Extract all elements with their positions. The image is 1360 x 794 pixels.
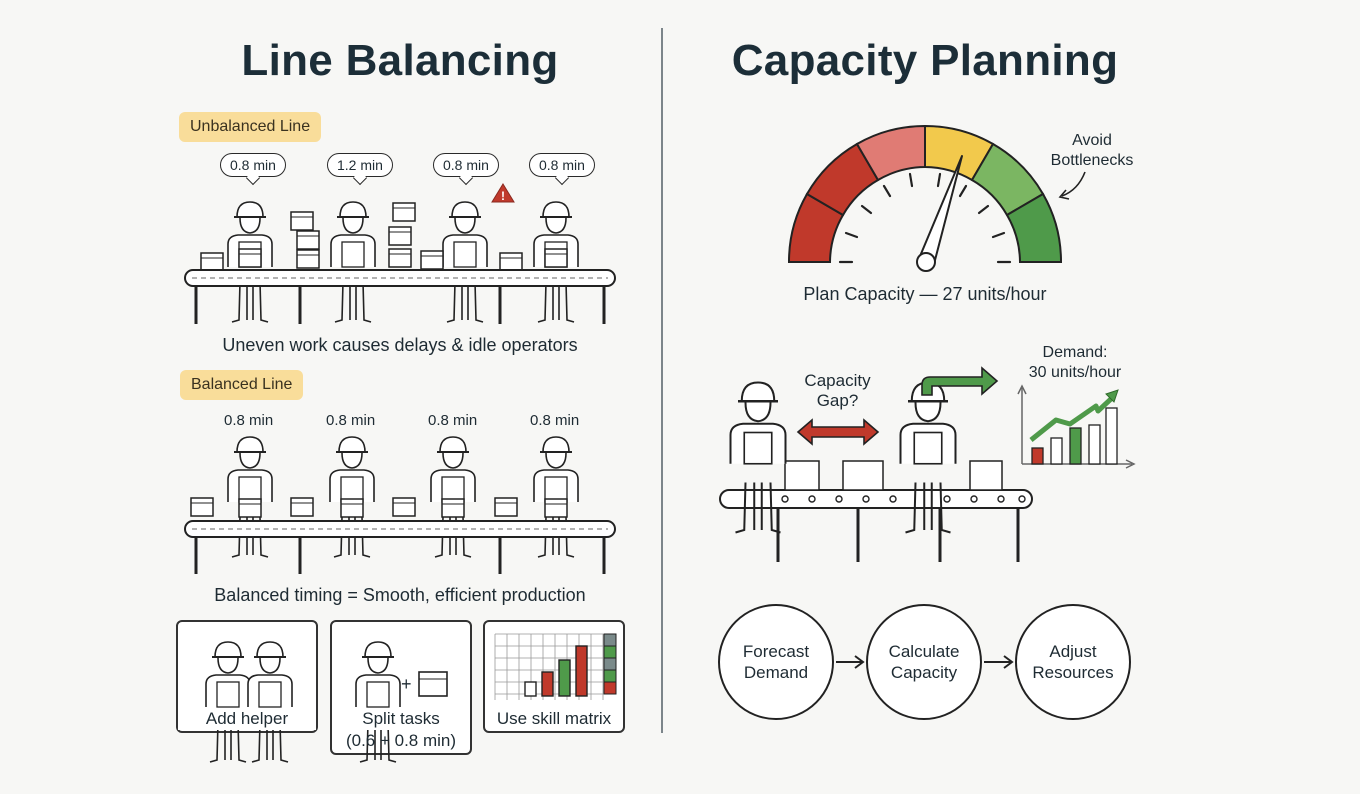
time-label: 0.8 min bbox=[428, 412, 478, 429]
demand-label: Demand: 30 units/hour bbox=[1015, 343, 1135, 383]
step-line: Resources bbox=[1032, 663, 1114, 682]
demand-line: Demand: bbox=[1042, 344, 1108, 361]
plus-sign: + bbox=[401, 674, 412, 694]
split-tasks-icon bbox=[355, 641, 448, 763]
step-line: Capacity bbox=[890, 663, 958, 682]
skill-matrix-label: Use skill matrix bbox=[496, 709, 612, 728]
step-line: Calculate bbox=[888, 642, 960, 661]
demand-line: 30 units/hour bbox=[1028, 364, 1122, 381]
add-helper-label: Add helper bbox=[178, 708, 316, 730]
balanced-caption: Balanced timing = Smooth, efficient prod… bbox=[214, 585, 586, 605]
skill-matrix-icon bbox=[494, 633, 617, 700]
step-line: Forecast bbox=[742, 642, 810, 661]
gap-line: Gap? bbox=[816, 391, 859, 410]
step-line: Adjust bbox=[1049, 642, 1097, 661]
split-tasks-card: + Split tasks (0.6 + 0.8 min) bbox=[330, 620, 472, 763]
split-tasks-label: Split tasks bbox=[332, 708, 470, 730]
note-line: Bottlenecks bbox=[1050, 152, 1134, 169]
step-line: Demand bbox=[743, 663, 809, 682]
time-bubble: 1.2 min bbox=[327, 153, 393, 177]
capacity-gap-label: Capacity Gap? bbox=[790, 371, 885, 411]
skill-matrix-card: Use skill matrix bbox=[483, 620, 625, 733]
balanced-line-badge: Balanced Line bbox=[180, 370, 304, 400]
capacity-planning-title: Capacity Planning bbox=[731, 36, 1119, 85]
time-label: 0.8 min bbox=[530, 412, 580, 429]
time-bubble: 0.8 min bbox=[220, 153, 286, 177]
section-divider bbox=[661, 28, 663, 733]
svg-text:!: ! bbox=[501, 189, 505, 203]
note-line: Avoid bbox=[1072, 132, 1112, 149]
time-label: 0.8 min bbox=[224, 412, 274, 429]
line-balancing-title: Line Balancing bbox=[241, 36, 559, 85]
plan-capacity-label: Plan Capacity — 27 units/hour bbox=[803, 284, 1047, 304]
split-tasks-times: (0.6 + 0.8 min) bbox=[345, 731, 457, 750]
unbalanced-caption: Uneven work causes delays & idle operato… bbox=[222, 335, 578, 355]
time-label: 0.8 min bbox=[326, 412, 376, 429]
avoid-bottlenecks-note: Avoid Bottlenecks bbox=[1042, 131, 1142, 171]
unbalanced-line-badge: Unbalanced Line bbox=[179, 112, 322, 142]
time-bubble: 0.8 min bbox=[433, 153, 499, 177]
add-helper-card: Add helper bbox=[176, 620, 318, 763]
gap-line: Capacity bbox=[804, 371, 871, 390]
time-bubble: 0.8 min bbox=[529, 153, 595, 177]
